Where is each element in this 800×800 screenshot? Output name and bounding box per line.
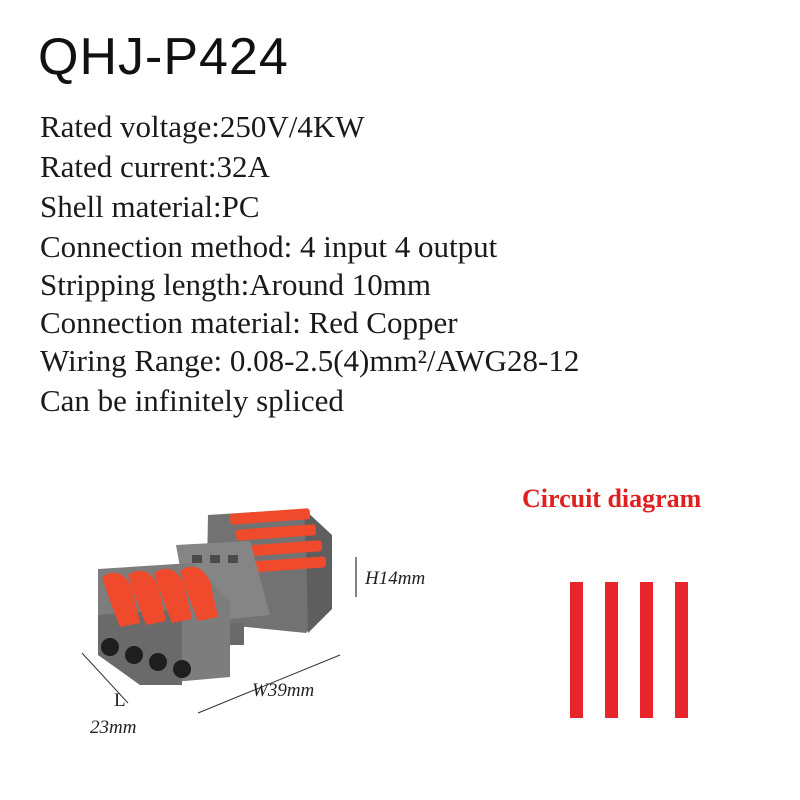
wire-hole-1 (101, 638, 119, 656)
connector-rear-side (304, 509, 332, 633)
width-dimension-label: W39mm (252, 680, 315, 701)
front-lever-3 (154, 568, 192, 623)
length-letter-label: L (114, 690, 126, 711)
wire-hole-2 (125, 646, 143, 664)
length-dimension-label: 23mm (90, 717, 137, 738)
rear-lever-2 (235, 524, 317, 541)
rear-lever-1 (229, 508, 311, 525)
side-clip (230, 623, 244, 645)
wire-hole-4 (173, 660, 191, 678)
spec-rated-voltage: Rated voltage:250V/4KW (40, 109, 365, 144)
spine-slot-2 (210, 555, 220, 563)
circuit-line-4 (675, 582, 688, 718)
circuit-line-3 (640, 582, 653, 718)
width-dimension-line (197, 654, 341, 714)
rear-lever-4 (247, 556, 327, 573)
wire-hole-3 (149, 653, 167, 671)
product-title: QHJ-P424 (38, 28, 289, 86)
front-lever-4 (180, 566, 218, 621)
spine-slot-1 (192, 555, 202, 563)
spine-slot-3 (228, 555, 238, 563)
spec-shell-material: Shell material:PC (40, 189, 260, 224)
connector-product-image (81, 508, 357, 714)
rear-lever-3 (241, 540, 323, 557)
length-dimension-line (81, 652, 129, 704)
spec-connection-material: Connection material: Red Copper (40, 305, 458, 340)
spec-connection-method: Connection method: 4 input 4 output (40, 229, 498, 264)
spec-splicing: Can be infinitely spliced (40, 383, 344, 418)
spec-rated-current: Rated current:32A (40, 149, 270, 184)
spec-wiring-range: Wiring Range: 0.08-2.5(4)mm²/AWG28-12 (40, 343, 580, 378)
front-lever-2 (128, 570, 166, 625)
circuit-line-1 (570, 582, 583, 718)
circuit-diagram-title: Circuit diagram (522, 484, 702, 513)
height-dimension-label: H14mm (365, 568, 426, 589)
spec-stripping-length: Stripping length:Around 10mm (40, 267, 431, 302)
circuit-line-2 (605, 582, 618, 718)
front-lever-1 (102, 572, 140, 627)
